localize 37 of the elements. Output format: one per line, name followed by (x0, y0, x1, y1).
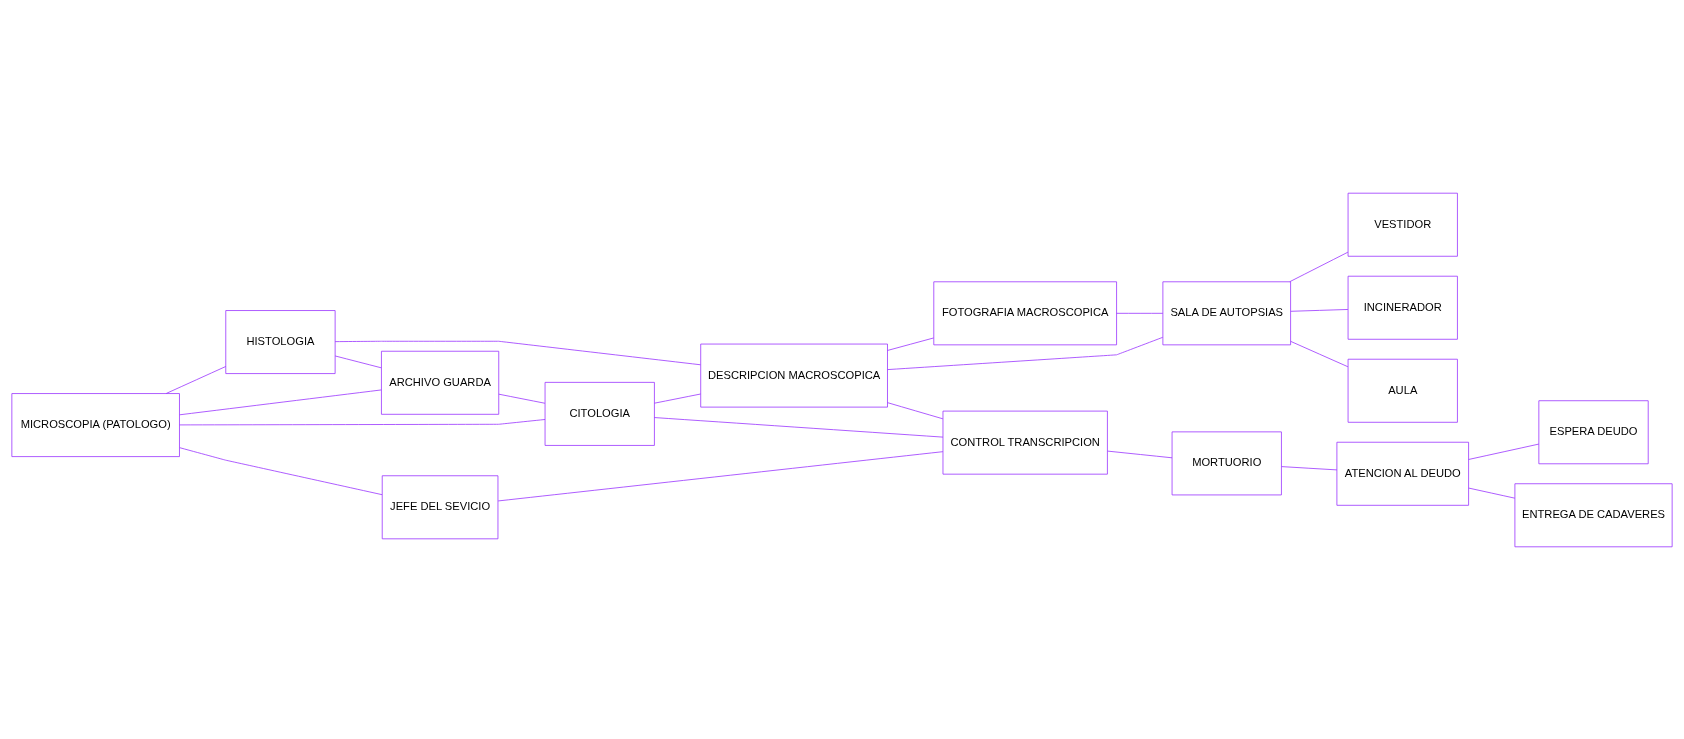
connector (887, 336, 1164, 370)
connector (498, 393, 546, 404)
node-box: JEFE DEL SEVICIO (381, 474, 499, 539)
connector (179, 418, 546, 425)
node-box: DESCRIPCION MACROSCOPICA (700, 343, 888, 407)
connector (165, 365, 227, 394)
connector (1107, 450, 1173, 458)
connector (179, 389, 382, 415)
node-box: MORTUORIO (1171, 430, 1282, 495)
connector (654, 393, 701, 404)
connector (887, 401, 944, 419)
node-box: INCINERADOR (1347, 275, 1458, 340)
node-box: HISTOLOGIA (225, 309, 336, 374)
node-box: FOTOGRAFIA MACROSCOPICA (933, 280, 1117, 345)
connector (1281, 465, 1338, 470)
node-box: ESPERA DEUDO (1538, 399, 1649, 464)
node-box: CITOLOGIA (544, 381, 655, 446)
node-box: AULA (1347, 358, 1458, 423)
connector (654, 416, 944, 437)
connector (1289, 251, 1349, 282)
connector (887, 337, 934, 351)
connector (1468, 487, 1516, 499)
node-box: SALA DE AUTOPSIAS (1162, 280, 1291, 345)
node-box: CONTROL TRANSCRIPCION (942, 410, 1108, 475)
connector (1290, 308, 1349, 312)
node-box: ATENCION AL DEUDO (1336, 441, 1469, 506)
node-box: ARCHIVO GUARDA (381, 350, 500, 415)
connector (497, 450, 944, 501)
connector (179, 446, 383, 495)
connector (1290, 340, 1349, 367)
node-box: VESTIDOR (1347, 192, 1458, 257)
connector (334, 340, 701, 365)
connector (1468, 443, 1540, 460)
connector (1116, 312, 1164, 314)
node-box: ENTREGA DE CADAVERES (1514, 482, 1673, 547)
node-box: MICROSCOPIA (PATOLOGO) (11, 392, 180, 457)
connector (334, 355, 382, 368)
